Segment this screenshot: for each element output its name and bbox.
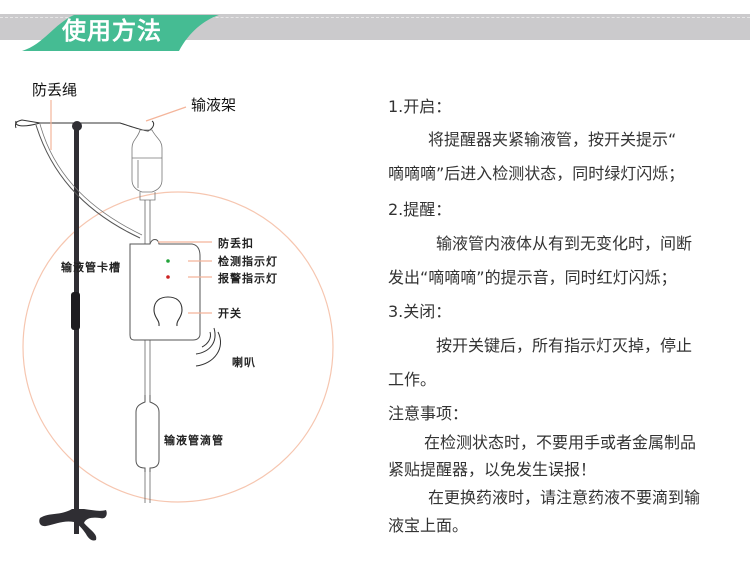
note2-line1: 在更换药液时，请注意药液不要滴到输 [428, 488, 701, 507]
iv-stand-illustration [15, 100, 334, 541]
label-switch: 开关 [218, 307, 242, 320]
usage-diagram: 防丢绳 输液架 输液管卡槽 防丢扣 检测指示灯 报警指示灯 开关 喇叭 输液管滴… [0, 60, 380, 560]
red-led [166, 275, 170, 279]
label-detect-light: 检测指示灯 [218, 255, 278, 268]
note2-line2: 液宝上面。 [388, 516, 469, 535]
highlight-circle [22, 191, 334, 503]
header-dashed-line [0, 17, 750, 18]
label-alarm-light: 报警指示灯 [218, 272, 278, 285]
label-drip-chamber: 输液管滴管 [164, 434, 224, 447]
label-iv-stand: 输液架 [191, 96, 237, 114]
label-anti-loss-rope: 防丢绳 [32, 81, 78, 99]
notes-title: 注意事项： [388, 404, 469, 423]
step3-title: 3.关闭： [388, 302, 452, 321]
step2-line1: 输液管内液体从有到无变化时，间断 [436, 234, 693, 253]
note1-line2: 紧贴提醒器，以免发生误报！ [388, 460, 597, 479]
step1-line1: 将提醒器夹紧输液管，按开关提示“ [428, 130, 677, 149]
note1-line1: 在检测状态时，不要用手或者金属制品 [424, 433, 697, 452]
label-speaker: 喇叭 [232, 356, 256, 369]
step2-line2: 发出“嘀嘀嘀”的提示音，同时红灯闪烁； [388, 268, 677, 287]
step3-line1: 按开关键后，所有指示灯灭掉，停止 [436, 336, 693, 355]
section-header-tab [14, 14, 219, 51]
step1-line2: 嘀嘀嘀”后进入检测状态，同时绿灯闪烁； [388, 164, 685, 183]
green-led [166, 259, 170, 263]
power-switch-icon [153, 296, 183, 327]
section-title: 使用方法 [62, 17, 162, 45]
label-tube-slot: 输液管卡槽 [61, 261, 121, 274]
label-anti-loss-buckle: 防丢扣 [218, 237, 254, 250]
step3-line2: 工作。 [388, 370, 437, 389]
step2-title: 2.提醒： [388, 200, 452, 219]
step1-title: 1.开启： [388, 97, 452, 116]
